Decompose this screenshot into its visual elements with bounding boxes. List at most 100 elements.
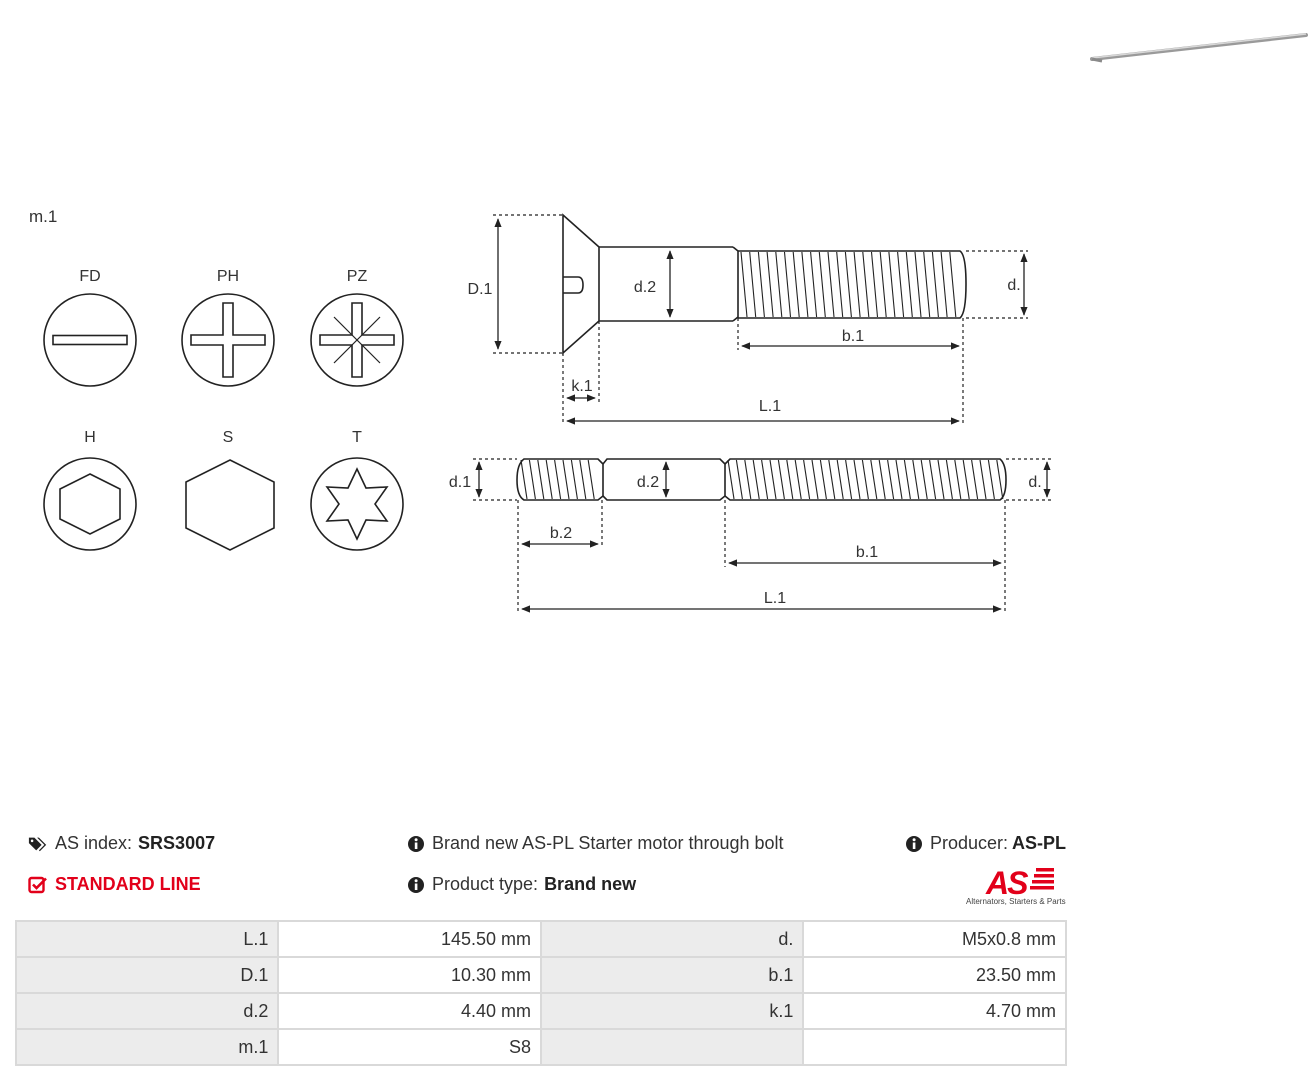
spec-value — [802, 1028, 1067, 1066]
standard-line-label: STANDARD LINE — [55, 874, 201, 894]
thread-line — [920, 459, 928, 500]
hex-head-drive-icon — [185, 459, 275, 551]
thread-line — [862, 251, 870, 318]
spec-value: 145.50 mm — [277, 920, 542, 958]
spec-label: k.1 — [539, 992, 805, 1030]
table-row: D.1 10.30 mm b.1 23.50 mm — [14, 956, 1067, 994]
as-index-label: AS index: — [55, 833, 133, 853]
bolt-dimension-diagram: D.1 d.2 d. b.1 k.1 L.1 d.1 d.2 d. b.2 b.… — [449, 213, 1052, 613]
thread-line — [749, 251, 757, 318]
thread-line — [923, 251, 931, 318]
info-icon — [408, 876, 424, 893]
thread-line — [792, 251, 800, 318]
table-row: d.2 4.40 mm k.1 4.70 mm — [14, 992, 1067, 1030]
logo-tagline: Alternators, Starters & Parts — [966, 897, 1066, 906]
thread-line — [996, 459, 1004, 500]
description-text: Brand new AS-PL Starter motor through bo… — [432, 833, 784, 853]
table-row: m.1 S8 — [14, 1028, 1067, 1066]
thread-line — [931, 251, 939, 318]
thread-line — [836, 459, 844, 500]
dim-label-b1-top: b.1 — [842, 328, 864, 345]
thread-line — [949, 251, 957, 318]
dim-label-d1: d.1 — [449, 474, 471, 491]
thread-line — [888, 251, 896, 318]
drive-types-diagram: m.1 FD PH PZ H S T — [29, 207, 404, 551]
thread-line — [912, 459, 920, 500]
spec-label: d.2 — [14, 992, 280, 1030]
drive-label-pz: PZ — [347, 268, 368, 285]
logo-text: AS — [985, 865, 1029, 901]
phillips-drive-icon — [181, 293, 275, 387]
thread-line — [879, 251, 887, 318]
thread-line — [520, 459, 528, 500]
thread-line — [971, 459, 979, 500]
thread-line — [810, 251, 818, 318]
as-pl-logo: AS Alternators, Starters & Parts — [962, 862, 1070, 908]
thread-line — [903, 459, 911, 500]
drive-label-fd: FD — [79, 268, 100, 285]
thread-line — [545, 459, 553, 500]
thread-line — [554, 459, 562, 500]
dim-label-d2-top: d.2 — [634, 279, 656, 296]
info-icon — [408, 835, 424, 852]
producer-value: AS-PL — [1012, 833, 1067, 853]
thread-line — [962, 459, 970, 500]
thread-line — [744, 459, 752, 500]
spec-label: m.1 — [14, 1028, 280, 1066]
dim-label-L1-bottom: L.1 — [764, 590, 786, 607]
dim-label-d-bottom: d. — [1028, 474, 1041, 491]
thread-line — [853, 459, 861, 500]
thread-line — [537, 459, 545, 500]
thread-line — [905, 251, 913, 318]
thread-line — [853, 251, 861, 318]
dim-label-k1: k.1 — [571, 378, 592, 395]
dim-label-b2: b.2 — [550, 525, 572, 542]
thread-line — [870, 459, 878, 500]
thread-line — [562, 459, 570, 500]
drive-label-ph: PH — [217, 268, 239, 285]
thread-line — [757, 251, 765, 318]
spec-label — [539, 1028, 805, 1066]
description: Brand new AS-PL Starter motor through bo… — [407, 833, 784, 854]
tags-icon — [28, 837, 47, 851]
thread-line — [954, 459, 962, 500]
drive-label-t: T — [352, 429, 362, 446]
thread-line — [570, 459, 578, 500]
thread-line — [587, 459, 595, 500]
thread-line — [735, 459, 743, 500]
spec-value: M5x0.8 mm — [802, 920, 1067, 958]
thread-line — [845, 459, 853, 500]
thread-line — [827, 251, 835, 318]
dim-label-b1-bottom: b.1 — [856, 544, 878, 561]
thread-line — [870, 251, 879, 318]
thread-line — [769, 459, 777, 500]
thread-line — [914, 251, 922, 318]
drive-label-s: S — [223, 429, 234, 446]
info-icon — [906, 835, 922, 852]
thread-line — [783, 251, 792, 318]
thread-line — [878, 459, 886, 500]
spec-label: L.1 — [14, 920, 280, 958]
thread-line — [895, 459, 903, 500]
thread-line — [740, 251, 748, 318]
slotted-drive-icon — [43, 293, 137, 387]
drive-types-title: m.1 — [29, 207, 57, 226]
thread-line — [929, 459, 937, 500]
spec-label: b.1 — [539, 956, 805, 994]
thread-line — [775, 251, 783, 318]
thread-line — [579, 459, 587, 500]
thread-line — [937, 459, 945, 500]
thread-line — [819, 459, 827, 500]
thread-line — [727, 459, 735, 500]
standard-line-badge: STANDARD LINE — [28, 874, 201, 895]
product-photo — [1090, 33, 1308, 63]
dim-label-d2-bottom: d.2 — [637, 474, 659, 491]
spec-value: 4.70 mm — [802, 992, 1067, 1030]
as-index-value: SRS3007 — [138, 833, 216, 853]
dim-label-D1: D.1 — [468, 281, 493, 298]
pozidriv-drive-icon — [310, 293, 404, 387]
stud-bolt-drawing — [516, 458, 1007, 501]
thread-line — [861, 459, 869, 500]
thread-line — [794, 459, 802, 500]
spec-value: 4.40 mm — [277, 992, 542, 1030]
